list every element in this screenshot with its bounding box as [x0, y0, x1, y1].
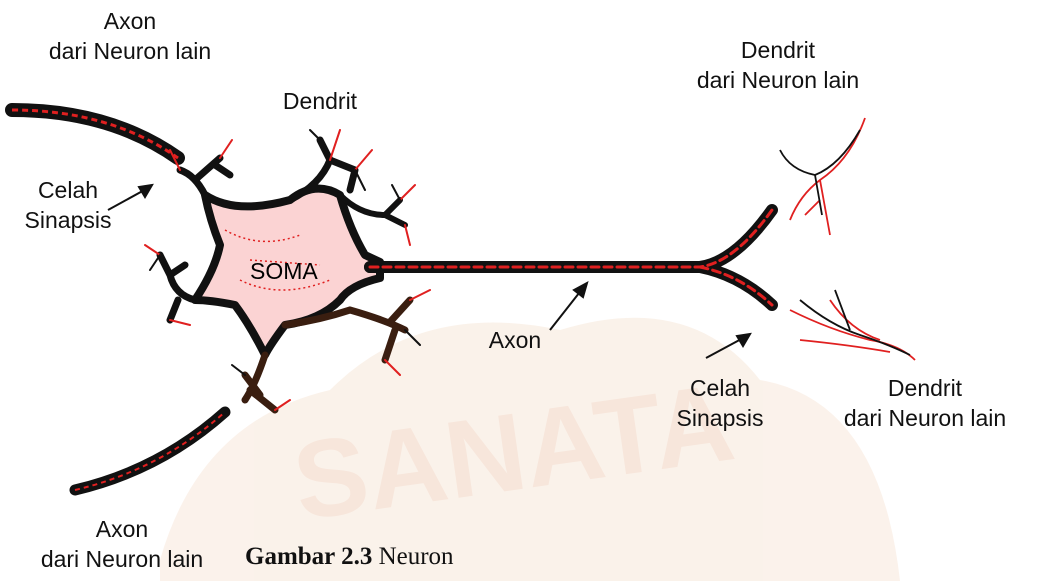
arrow-axon-head [574, 283, 587, 297]
caption-number: Gambar 2.3 [245, 543, 372, 570]
label-axon-top-left: Axon dari Neuron lain [20, 6, 240, 66]
incoming-axon-top-left [12, 110, 178, 158]
label-dendrit-bottom-right: Dendrit dari Neuron lain [815, 373, 1035, 433]
label-axon-bottom-left: Axon dari Neuron lain [12, 514, 232, 574]
target-dendrite-top [780, 118, 865, 235]
label-soma: SOMA [250, 259, 318, 283]
label-axon-middle: Axon [470, 325, 560, 355]
watermark-seal: SANATA [160, 318, 900, 581]
figure-caption: Gambar 2.3 Neuron [245, 543, 454, 571]
arrow-celah-right-head [737, 334, 750, 346]
label-celah-right: Celah Sinapsis [650, 373, 790, 433]
target-dendrite-bottom [790, 290, 915, 360]
label-dendrit-top-right: Dendrit dari Neuron lain [668, 35, 888, 95]
label-dendrit-top: Dendrit [255, 86, 385, 116]
label-celah-left: Celah Sinapsis [8, 175, 128, 235]
arrow-celah-left-head [139, 185, 152, 197]
caption-title: Neuron [379, 543, 454, 570]
